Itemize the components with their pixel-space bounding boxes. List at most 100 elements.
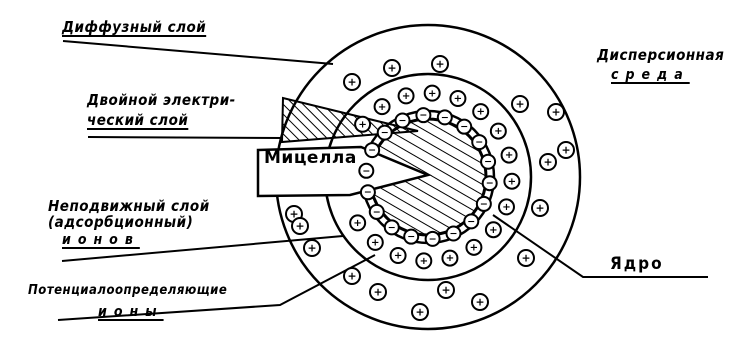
negative-ion: − (483, 176, 497, 190)
svg-text:−: − (429, 234, 437, 245)
negative-ion: − (365, 143, 379, 157)
leader-diffuse-layer (63, 41, 333, 64)
label-dispersion-medium: Дисперсионная среда (597, 47, 724, 83)
label-core: Ядро (610, 256, 664, 272)
positive-ion: + (540, 154, 556, 170)
positive-ion: + (370, 284, 386, 300)
svg-text:+: + (415, 305, 424, 318)
positive-ion: + (518, 250, 534, 266)
svg-text:+: + (494, 126, 502, 137)
positive-ion: + (502, 148, 517, 163)
svg-text:+: + (420, 256, 428, 267)
svg-text:−: − (480, 199, 488, 210)
positive-ion: + (486, 222, 501, 237)
positive-ion: + (412, 304, 428, 320)
svg-text:+: + (378, 102, 386, 113)
svg-text:+: + (508, 176, 516, 187)
positive-ion: + (450, 91, 465, 106)
svg-text:+: + (435, 57, 444, 70)
svg-text:+: + (543, 155, 552, 168)
negative-ion: − (446, 227, 460, 241)
positive-ion: + (432, 56, 448, 72)
svg-text:+: + (371, 238, 379, 249)
label-fixed-layer: Неподвижный слой (адсорбционный) ионов (48, 198, 210, 248)
svg-text:+: + (470, 242, 478, 253)
negative-ion: − (426, 232, 440, 246)
svg-text:+: + (353, 218, 361, 229)
svg-text:−: − (368, 145, 376, 156)
svg-text:+: + (446, 253, 454, 264)
svg-text:−: − (486, 178, 494, 189)
svg-text:+: + (521, 251, 530, 264)
positive-ion: + (558, 142, 574, 158)
negative-ion: − (457, 120, 471, 134)
svg-text:+: + (394, 251, 402, 262)
svg-text:−: − (399, 115, 407, 126)
svg-text:+: + (428, 88, 436, 99)
positive-ion: + (548, 104, 564, 120)
negative-ion: − (416, 108, 430, 122)
svg-text:−: − (441, 112, 449, 123)
negative-ion: − (359, 164, 373, 178)
negative-ion: − (404, 230, 418, 244)
svg-text:+: + (535, 201, 544, 214)
positive-ion: + (304, 240, 320, 256)
positive-ion: + (512, 96, 528, 112)
negative-ion: − (378, 126, 392, 140)
svg-text:+: + (358, 119, 366, 130)
positive-ion: + (416, 253, 431, 268)
svg-text:+: + (489, 225, 497, 236)
svg-text:−: − (388, 222, 396, 233)
negative-ion: − (472, 135, 486, 149)
svg-text:+: + (441, 283, 450, 296)
positive-ion: + (344, 74, 360, 90)
svg-text:−: − (362, 166, 370, 177)
svg-text:+: + (502, 202, 510, 213)
positive-ion: + (491, 124, 506, 139)
positive-ion: + (466, 240, 481, 255)
svg-text:−: − (467, 216, 475, 227)
svg-text:+: + (387, 61, 396, 74)
label-diffuse-layer: Диффузный слой (62, 19, 206, 35)
svg-text:−: − (475, 137, 483, 148)
svg-text:+: + (476, 107, 484, 118)
svg-text:+: + (551, 105, 560, 118)
svg-text:+: + (307, 241, 316, 254)
svg-text:−: − (460, 122, 468, 133)
positive-ion: + (425, 86, 440, 101)
positive-ion: + (504, 174, 519, 189)
positive-ion: + (344, 268, 360, 284)
positive-ion: + (438, 282, 454, 298)
positive-ion: + (499, 199, 514, 214)
label-double-electric-layer: Двойной электри- ческий слой (87, 92, 236, 128)
svg-text:+: + (347, 75, 356, 88)
positive-ion: + (368, 235, 383, 250)
svg-text:+: + (295, 219, 304, 232)
negative-ion: − (477, 197, 491, 211)
positive-ion: + (473, 104, 488, 119)
svg-text:+: + (561, 143, 570, 156)
positive-ion: + (355, 117, 370, 132)
svg-text:−: − (407, 232, 415, 243)
positive-ion: + (350, 215, 365, 230)
svg-text:+: + (505, 150, 513, 161)
leader-double-layer (88, 137, 283, 138)
svg-text:+: + (402, 91, 410, 102)
svg-text:−: − (373, 207, 381, 218)
svg-text:−: − (484, 157, 492, 168)
negative-ion: − (370, 205, 384, 219)
label-micelle: Мицелла (264, 148, 357, 168)
positive-ion: + (399, 88, 414, 103)
positive-ion: + (384, 60, 400, 76)
svg-text:−: − (381, 128, 389, 139)
positive-ion: + (375, 99, 390, 114)
negative-ion: − (361, 185, 375, 199)
negative-ion: − (481, 155, 495, 169)
positive-ion: + (532, 200, 548, 216)
negative-ion: − (396, 113, 410, 127)
svg-text:+: + (515, 97, 524, 110)
negative-ion: − (385, 220, 399, 234)
positive-ion: + (292, 218, 308, 234)
svg-text:+: + (475, 295, 484, 308)
